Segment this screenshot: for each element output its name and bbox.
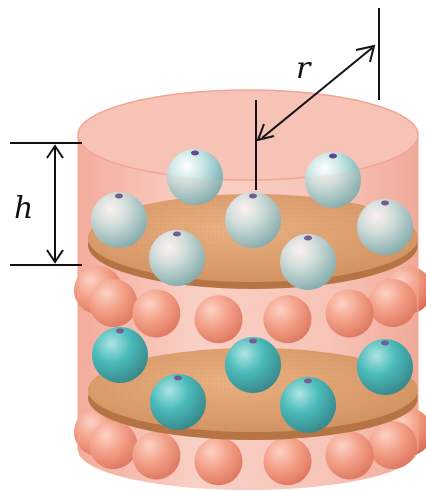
cylinder-front [78,135,418,490]
height-label: h [14,191,33,226]
radius-label: r [296,51,312,86]
